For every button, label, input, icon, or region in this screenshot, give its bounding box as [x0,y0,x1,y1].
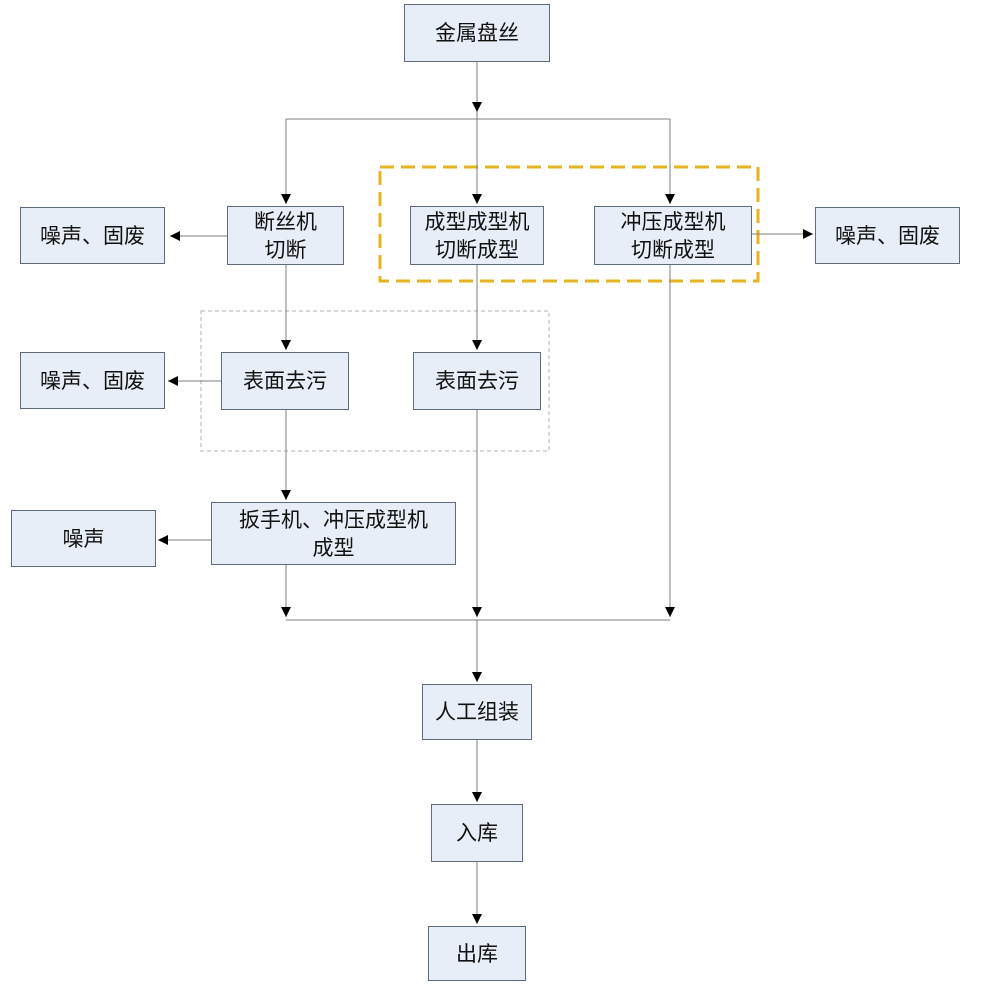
node-warehouse-out: 出库 [428,926,526,981]
node-label-line2: 切断成型 [435,237,519,262]
node-manual-assembly: 人工组装 [422,684,532,740]
node-label: 表面去污 [435,369,519,393]
node-forming-cutting: 成型成型机 切断成型 [410,206,544,265]
node-label: 入库 [456,821,498,845]
node-label: 人工组装 [435,700,519,724]
node-label: 金属盘丝 [435,21,519,45]
emission-label: 噪声 [62,526,105,551]
emission-wrench-press: 噪声 [11,510,156,567]
node-label-line1: 断丝机 [254,209,317,234]
emission-surface-cleaning: 噪声、固废 [20,352,165,409]
node-surface-cleaning-mid: 表面去污 [413,352,541,410]
emission-label: 噪声、固废 [40,368,145,393]
node-label-line2: 切断 [264,237,307,262]
node-wrench-press-forming: 扳手机、冲压成型机 成型 [211,502,456,565]
node-warehouse-in: 入库 [431,804,523,862]
node-metal-wire-coil: 金属盘丝 [404,4,550,62]
emission-press-cutting: 噪声、固废 [815,207,960,264]
node-label-line1: 冲压成型机 [620,209,726,234]
node-label: 出库 [456,941,498,966]
emission-wire-cutting: 噪声、固废 [20,207,165,264]
node-surface-cleaning-left: 表面去污 [221,352,349,410]
node-press-cutting: 冲压成型机 切断成型 [594,206,752,265]
node-wire-cutting: 断丝机 切断 [227,206,344,265]
node-label: 表面去污 [243,369,327,393]
emission-label: 噪声、固废 [835,223,940,248]
node-label-line2: 成型 [312,535,355,560]
node-label-line2: 切断成型 [631,237,715,262]
node-label-line1: 成型成型机 [424,209,530,234]
highlight-group-frame [378,165,760,283]
emission-label: 噪声、固废 [40,223,145,248]
node-label-line1: 扳手机、冲压成型机 [239,507,428,532]
